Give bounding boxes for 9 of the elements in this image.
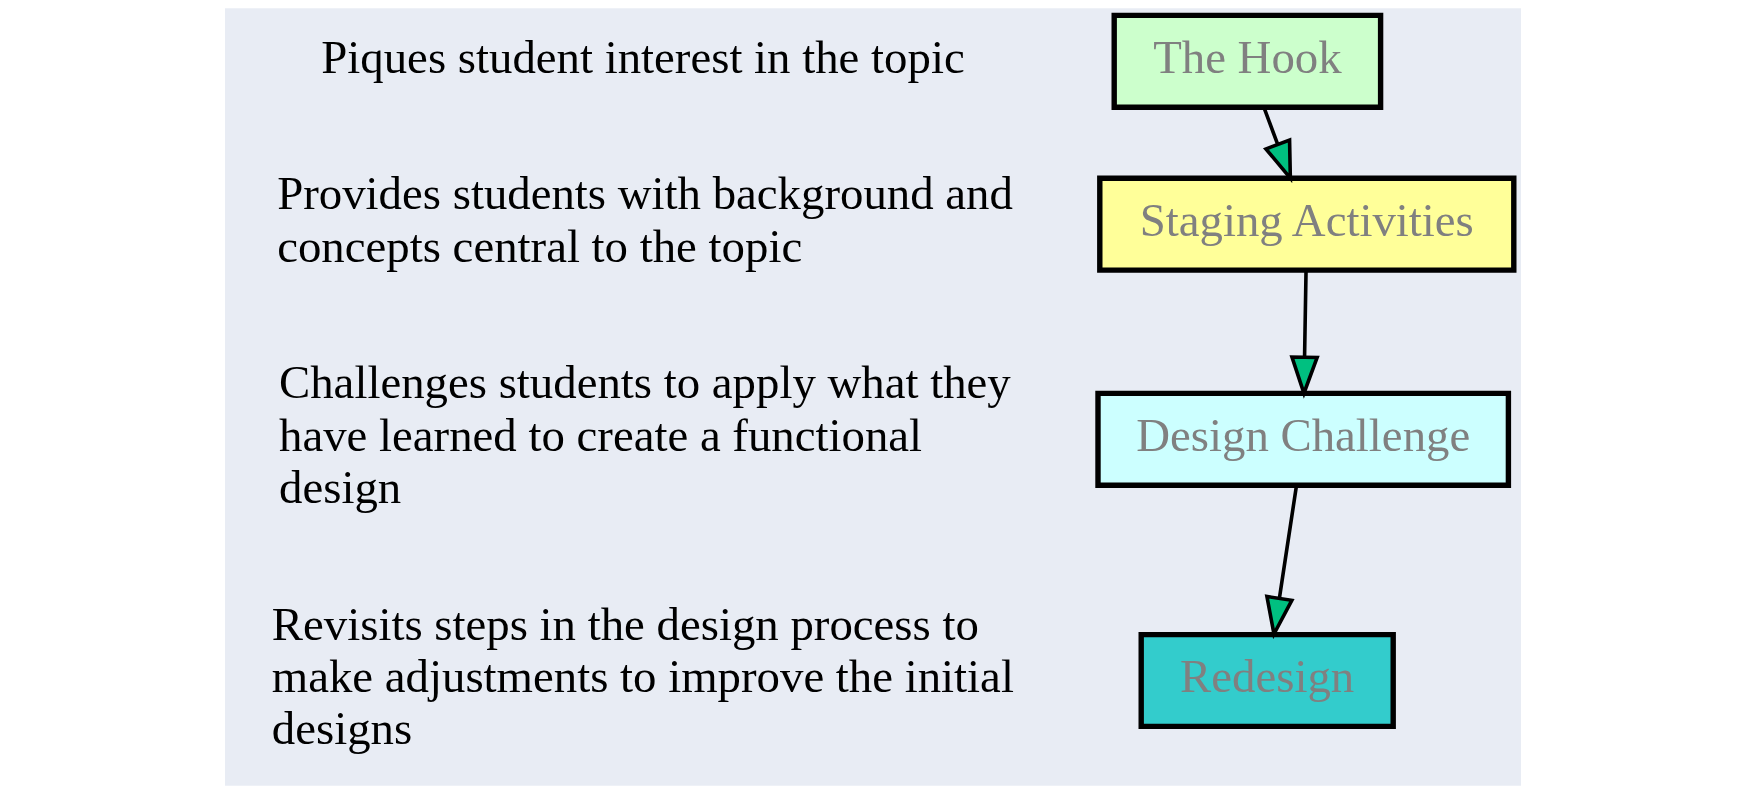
- node-label: Provides students with background and concepts central to the topic: [277, 167, 1013, 272]
- node-label: Revisits steps in the design process to make adjustments to improve the initial designs: [271, 597, 1014, 755]
- node-box: Design Challenge: [1095, 390, 1512, 488]
- node-label: Challenges students to apply what they have learned to create a functional design: [279, 356, 1011, 513]
- node-box: The Hook: [1111, 12, 1384, 110]
- arrow: [1289, 270, 1320, 399]
- node-box: Staging Activities: [1097, 175, 1517, 273]
- node-label: Piques student interest in the topic: [321, 30, 965, 83]
- node-box: Redesign: [1138, 631, 1396, 730]
